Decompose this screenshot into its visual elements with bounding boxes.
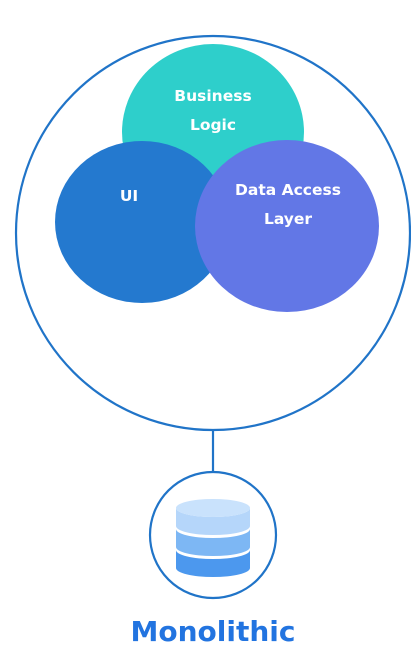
- database-top-cap: [176, 499, 250, 517]
- business-logic-label-line1: Business: [174, 87, 251, 105]
- database-segment-middle: [176, 529, 250, 556]
- database-icon: [176, 499, 250, 577]
- business-logic-label-line2: Logic: [190, 116, 236, 134]
- database-segment-bottom: [176, 550, 250, 577]
- ui-label: UI: [120, 187, 138, 205]
- ui-circle: [55, 141, 229, 303]
- database-container-circle: [148, 470, 278, 600]
- data-access-layer-circle: [195, 140, 379, 312]
- database-segment-top: [176, 508, 250, 535]
- data-access-label-line1: Data Access: [235, 181, 341, 199]
- data-access-label-line2: Layer: [264, 210, 312, 228]
- diagram-title: Monolithic: [131, 615, 296, 648]
